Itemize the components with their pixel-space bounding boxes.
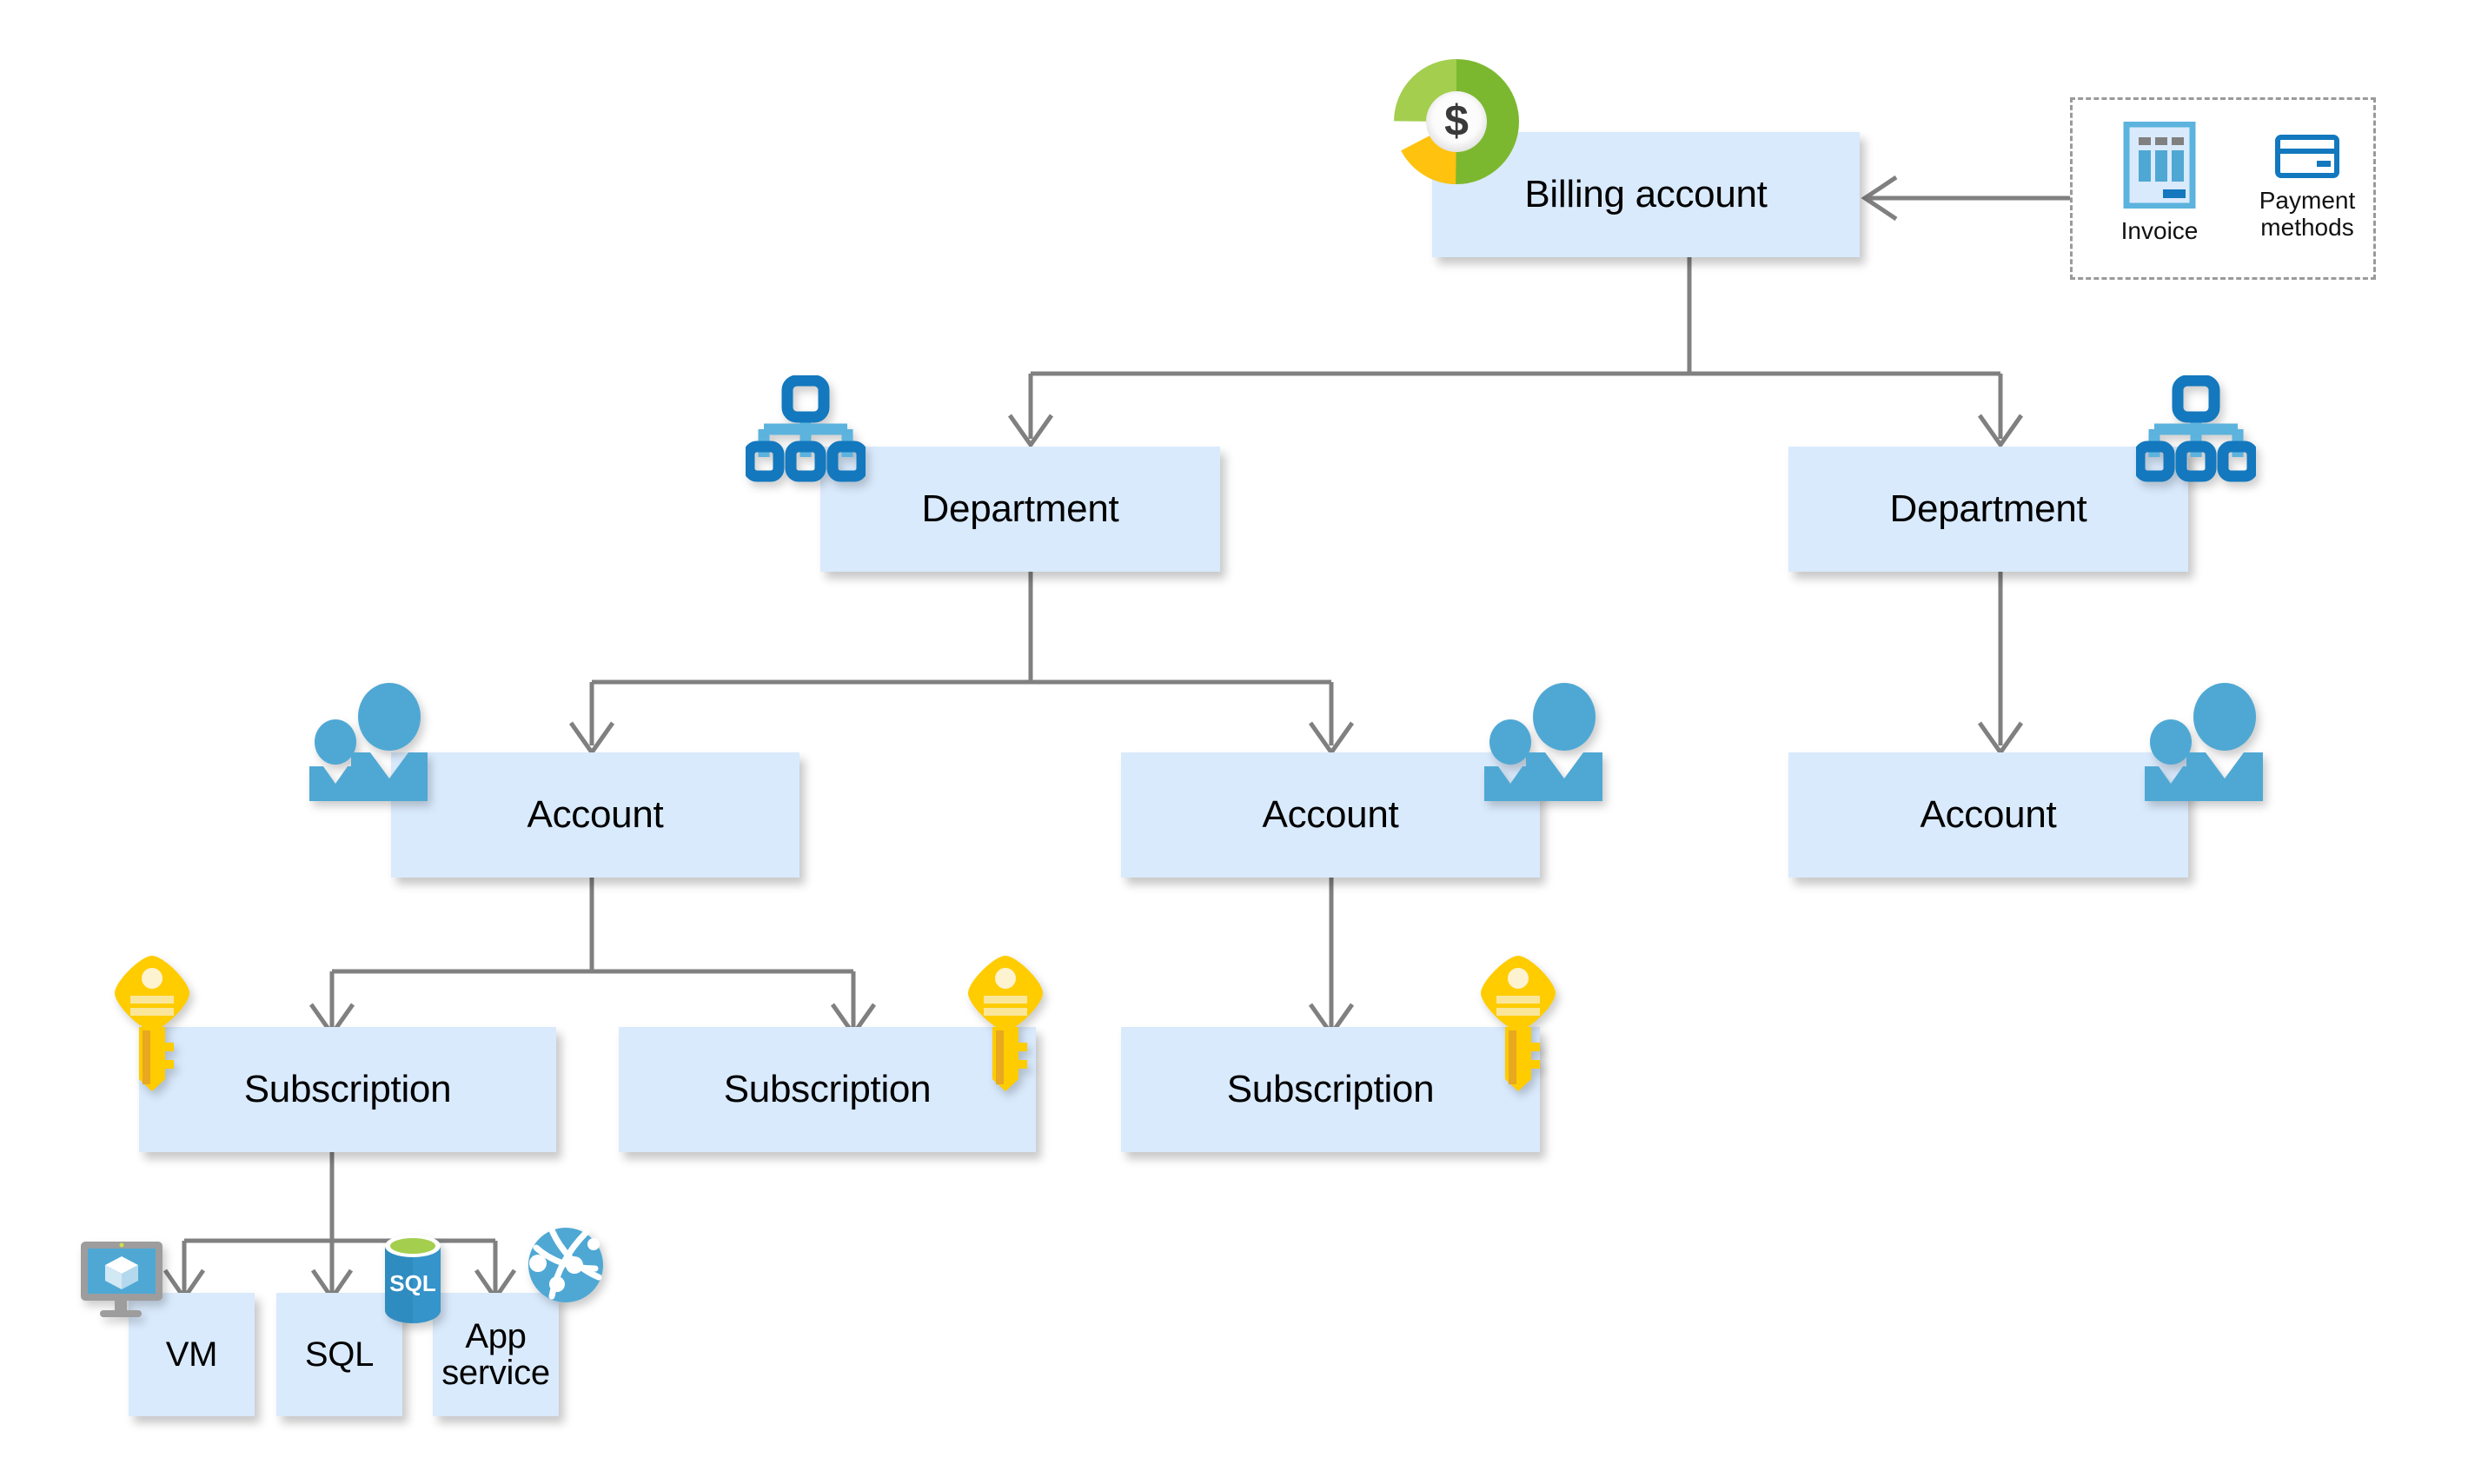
people-icon (1477, 683, 1616, 813)
node-subscription-1-label: Subscription (243, 1067, 452, 1110)
invoice-label: Invoice (2120, 217, 2199, 244)
edge-account-1-to-split (329, 869, 856, 1027)
virtual-machine-icon (76, 1237, 172, 1324)
arrowhead-billing-account (1861, 175, 1898, 222)
key-icon (1477, 952, 1559, 1093)
node-department-left[interactable]: Department (820, 447, 1220, 572)
invoice-item[interactable]: Invoice (2103, 121, 2216, 245)
node-account-2-label: Account (1262, 792, 1399, 836)
org-chart-icon (743, 374, 868, 487)
arrowhead-account-2 (1308, 721, 1355, 757)
arrowhead-department-left (1007, 414, 1054, 449)
node-resource-sql[interactable]: SQL (276, 1293, 402, 1416)
node-billing-account[interactable]: Billing account (1432, 132, 1860, 257)
node-subscription-2[interactable]: Subscription (619, 1027, 1036, 1152)
key-icon (965, 952, 1046, 1093)
people-icon (2138, 683, 2277, 813)
node-billing-account-label: Billing account (1524, 172, 1768, 215)
node-resource-sql-label: SQL (304, 1335, 375, 1374)
arrowhead-account-3 (1977, 721, 2024, 757)
node-subscription-2-label: Subscription (723, 1067, 932, 1110)
node-subscription-1[interactable]: Subscription (139, 1027, 556, 1152)
app-service-globe-icon (526, 1225, 606, 1305)
credit-card-icon (2275, 135, 2339, 182)
node-account-3-label: Account (1920, 792, 2057, 836)
node-account-1-label: Account (527, 792, 664, 836)
svg-text:SQL: SQL (389, 1270, 436, 1296)
node-department-right-label: Department (1889, 487, 2087, 530)
key-icon (111, 952, 193, 1093)
arrowhead-account-1 (568, 721, 615, 757)
node-department-left-label: Department (921, 487, 1119, 530)
svg-text:$: $ (1444, 96, 1469, 145)
node-department-right[interactable]: Department (1788, 447, 2188, 572)
node-resource-app-service[interactable]: App service (433, 1293, 559, 1416)
payment-methods-item[interactable]: Payment methods (2249, 135, 2365, 242)
payment-methods-label: Payment methods (2259, 187, 2356, 241)
org-chart-icon (2133, 374, 2259, 487)
invoice-icon (2123, 121, 2196, 213)
node-resource-app-service-label: App service (441, 1316, 550, 1392)
edge-department-left-to-split (589, 572, 1334, 745)
node-subscription-3-label: Subscription (1226, 1067, 1435, 1110)
node-account-3[interactable]: Account (1788, 752, 2188, 878)
node-account-1[interactable]: Account (391, 752, 799, 878)
edge-billing-to-split (1028, 257, 2003, 439)
node-account-2[interactable]: Account (1121, 752, 1540, 878)
node-resource-vm[interactable]: VM (129, 1293, 255, 1416)
people-icon (302, 683, 441, 813)
node-resource-vm-label: VM (165, 1335, 218, 1374)
edge-subscription-1-to-resources (182, 1151, 498, 1293)
donut-dollar-icon: $ (1394, 59, 1519, 184)
node-subscription-3[interactable]: Subscription (1121, 1027, 1540, 1152)
arrowhead-department-right (1977, 414, 2024, 449)
sql-database-icon: SQL (382, 1232, 443, 1326)
payment-group-container (2070, 97, 2376, 280)
